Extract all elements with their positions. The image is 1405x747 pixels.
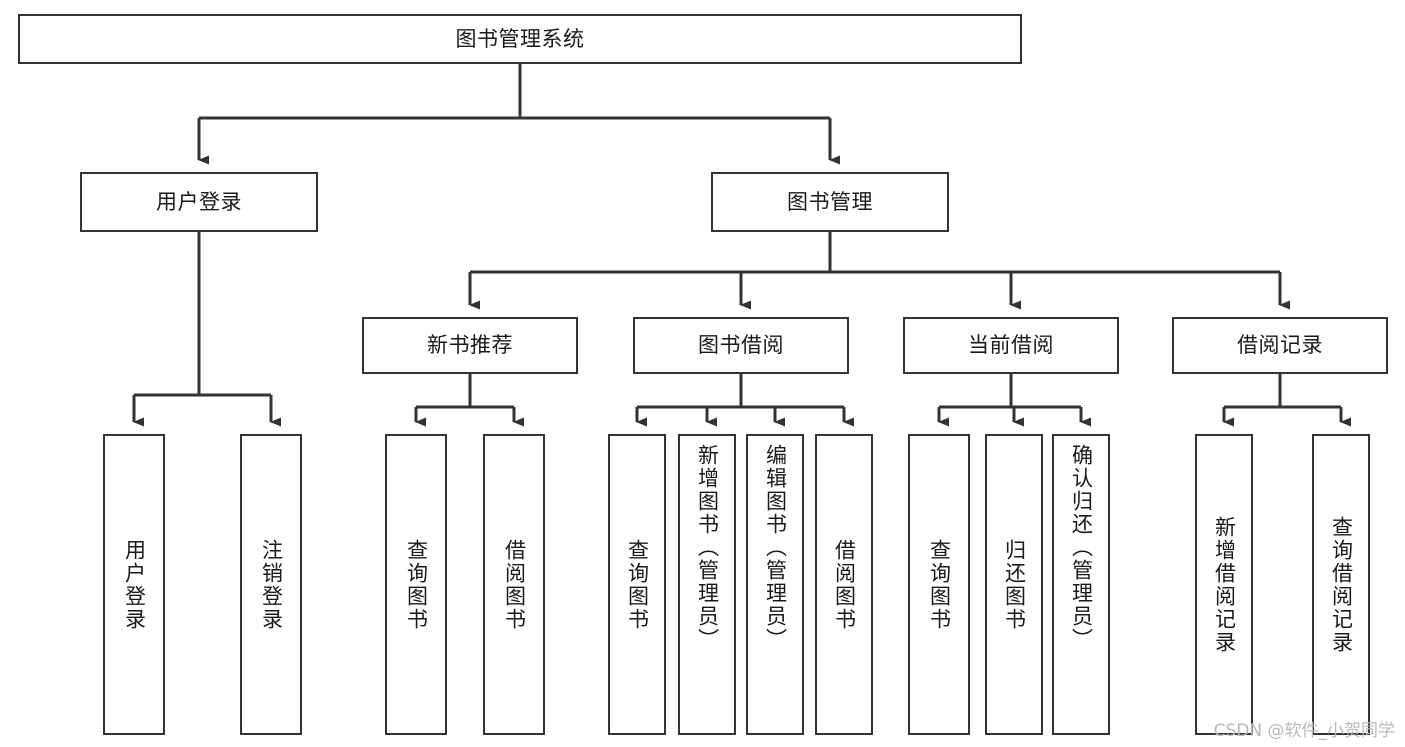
node-label: 注销登录: [259, 538, 284, 631]
node-book-borrow[interactable]: 图书借阅: [633, 317, 849, 374]
node-leaf-add-record[interactable]: 新增借阅记录: [1195, 434, 1253, 735]
node-label: 当前借阅: [968, 333, 1054, 358]
node-label: 编辑图书（管理员）: [763, 444, 788, 651]
node-leaf-user-login[interactable]: 用户登录: [103, 434, 165, 735]
node-leaf-query-record[interactable]: 查询借阅记录: [1312, 434, 1370, 735]
node-label: 查询图书: [927, 538, 952, 631]
node-leaf-query-book-3[interactable]: 查询图书: [908, 434, 970, 735]
connector-group: [132, 64, 1351, 427]
node-leaf-return-book[interactable]: 归还图书: [985, 434, 1043, 735]
node-leaf-borrow-book-1[interactable]: 借阅图书: [483, 434, 545, 735]
node-label: 图书借阅: [698, 333, 784, 358]
node-label: 图书管理系统: [455, 26, 585, 51]
node-leaf-query-book-1[interactable]: 查询图书: [385, 434, 447, 735]
node-current-borrow[interactable]: 当前借阅: [903, 317, 1119, 374]
node-user-login[interactable]: 用户登录: [80, 172, 318, 232]
node-label: 确认归还（管理员）: [1069, 444, 1094, 651]
node-label: 查询图书: [625, 538, 650, 631]
node-label: 图书管理: [787, 189, 873, 214]
node-label: 借阅记录: [1237, 333, 1323, 358]
node-borrow-record[interactable]: 借阅记录: [1172, 317, 1388, 374]
node-book-manage[interactable]: 图书管理: [711, 172, 949, 232]
node-leaf-confirm-return[interactable]: 确认归还（管理员）: [1052, 434, 1110, 735]
node-label: 借阅图书: [502, 538, 527, 631]
node-label: 借阅图书: [832, 538, 857, 631]
node-label: 归还图书: [1002, 538, 1027, 631]
node-new-book-rec[interactable]: 新书推荐: [362, 317, 578, 374]
node-leaf-borrow-book-2[interactable]: 借阅图书: [815, 434, 873, 735]
node-label: 用户登录: [156, 189, 242, 214]
node-root[interactable]: 图书管理系统: [18, 14, 1022, 64]
node-leaf-query-book-2[interactable]: 查询图书: [608, 434, 666, 735]
node-label: 用户登录: [122, 538, 147, 631]
node-label: 新增图书（管理员）: [695, 444, 720, 651]
node-label: 查询图书: [404, 538, 429, 631]
node-label: 新增借阅记录: [1212, 515, 1237, 654]
node-leaf-edit-book[interactable]: 编辑图书（管理员）: [746, 434, 804, 735]
node-leaf-logout[interactable]: 注销登录: [240, 434, 302, 735]
node-leaf-add-book[interactable]: 新增图书（管理员）: [678, 434, 736, 735]
node-label: 新书推荐: [427, 333, 513, 358]
node-label: 查询借阅记录: [1329, 515, 1354, 654]
